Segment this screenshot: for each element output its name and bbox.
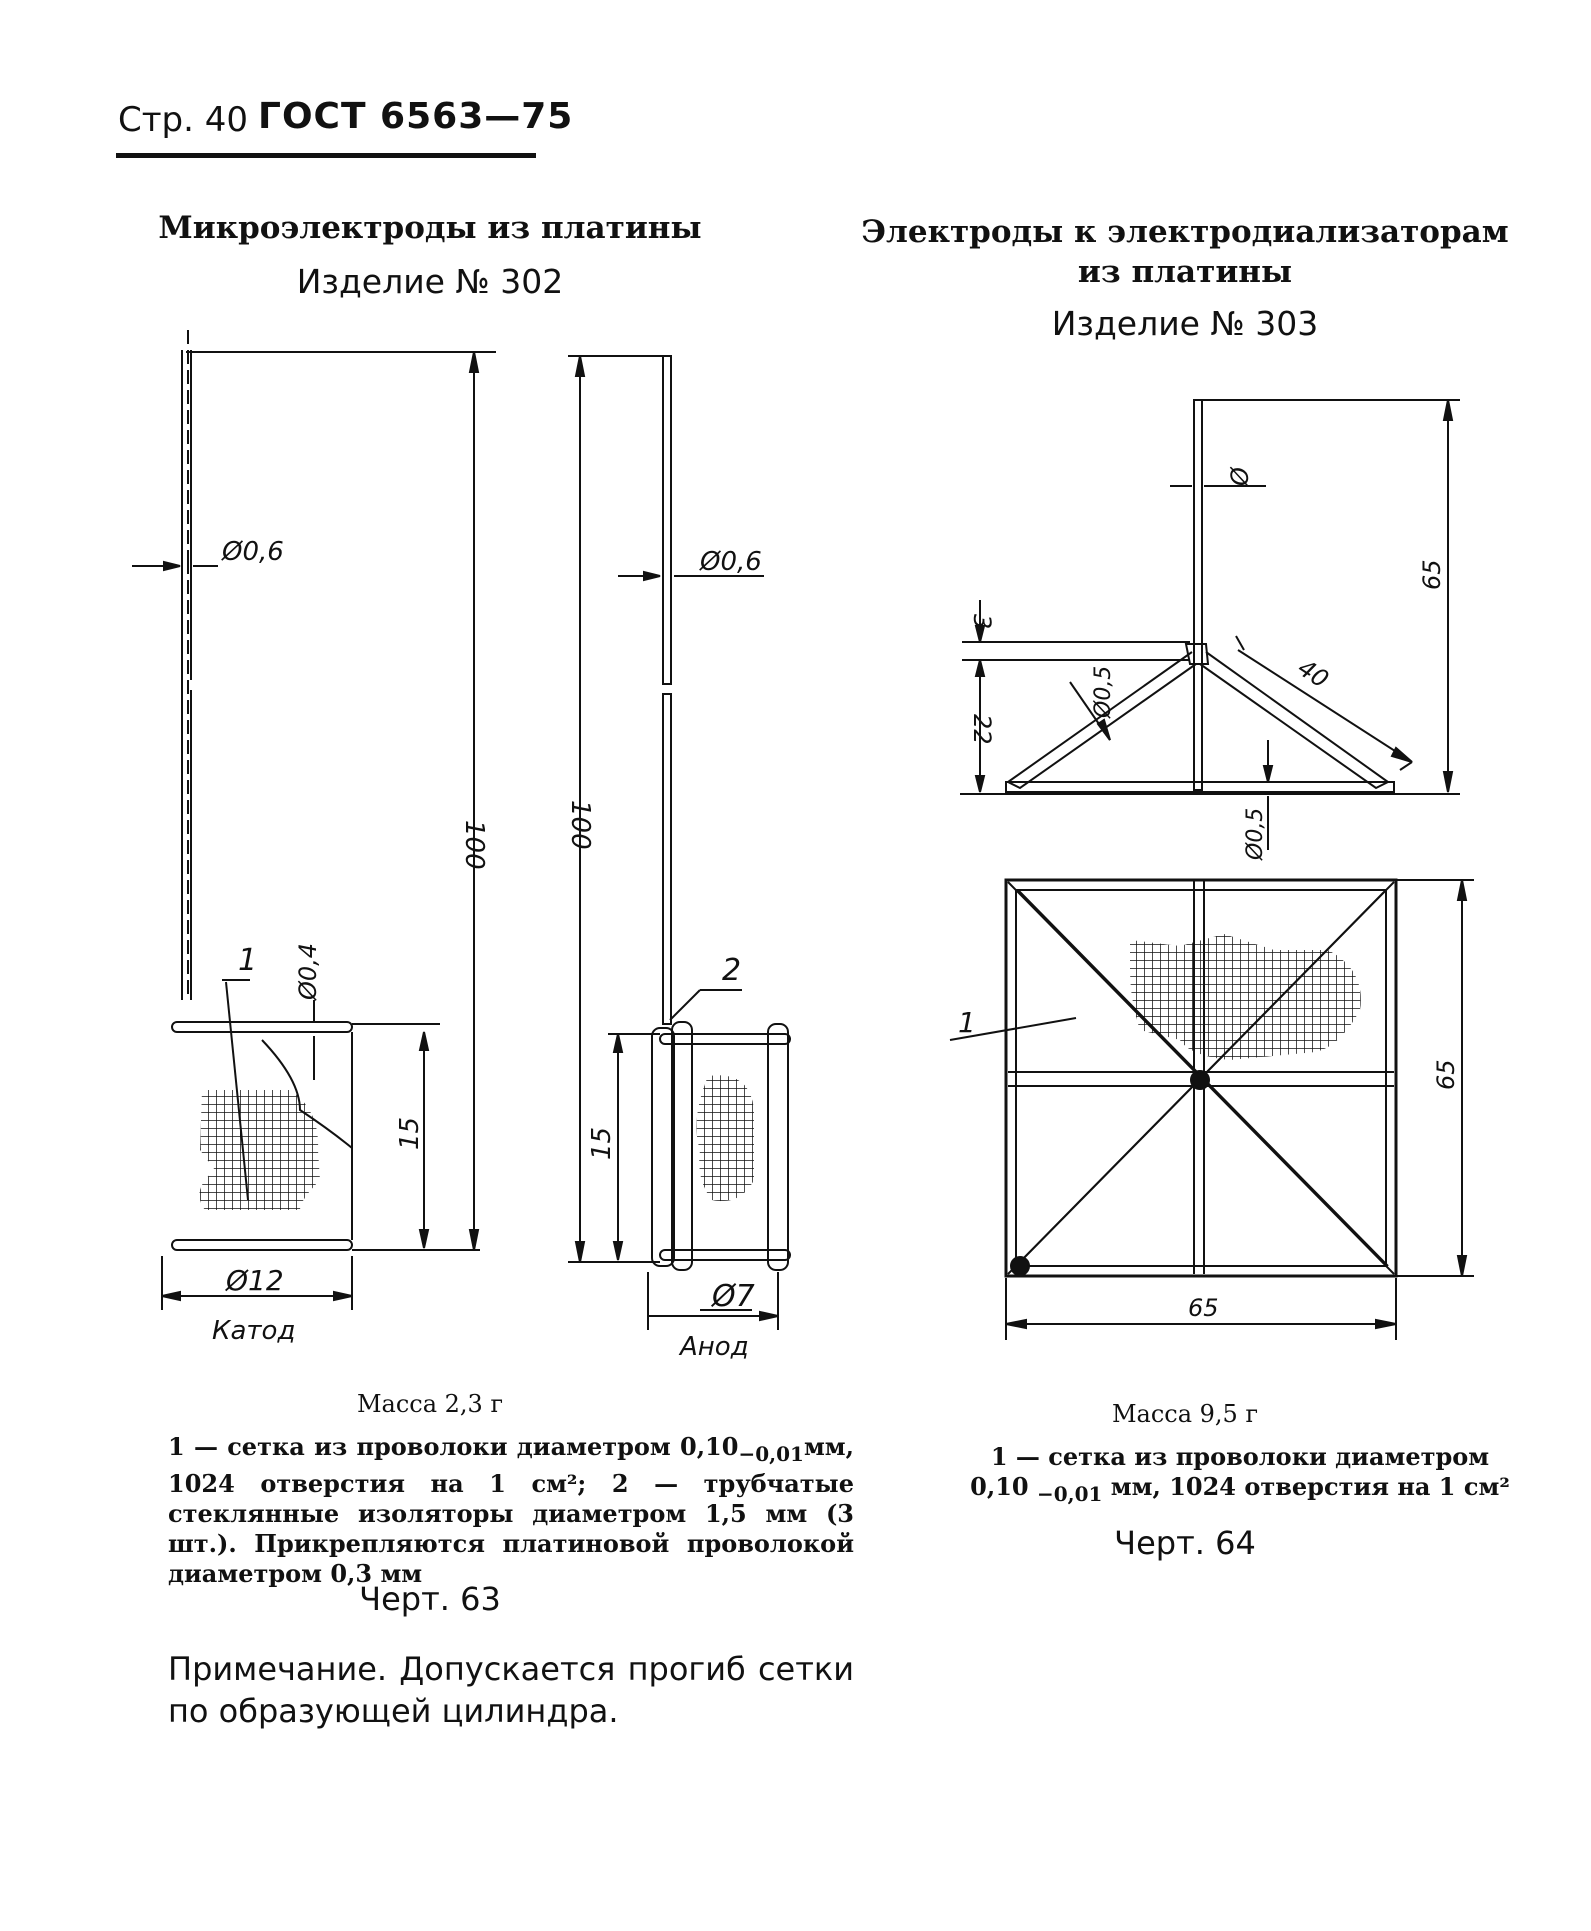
- anode-label: Анод: [680, 1332, 749, 1362]
- left-note: Примечание. Допускается прогиб сетки по …: [168, 1650, 854, 1730]
- header-rule: [116, 153, 536, 158]
- gap-3: 3: [968, 614, 996, 629]
- length-100-left: 100: [459, 820, 489, 870]
- left-legend: 1 — сетка из проволоки диаметром 0,10−0,…: [168, 1432, 854, 1589]
- square-height-65: 65: [1432, 1059, 1460, 1090]
- callout-1-left: 1: [238, 943, 257, 978]
- right-legend-tol: −0,01: [1036, 1481, 1103, 1506]
- ring-dia: Ø0,4: [294, 943, 322, 1001]
- arm-length-40: 40: [1293, 654, 1334, 694]
- height-65-side: 65: [1418, 559, 1446, 590]
- right-title-line1: Электроды к электродиализаторам: [861, 214, 1509, 250]
- left-legend-tolerance: −0,01: [738, 1441, 804, 1466]
- height-22: 22: [968, 714, 996, 745]
- top-rod-dia: Ø: [1226, 466, 1254, 487]
- left-title: Микроэлектроды из платины: [158, 210, 702, 246]
- right-legend-line2: 0,10 −0,01 мм, 1024 отверстия на 1 см²: [960, 1472, 1520, 1509]
- arm-dia: Ø0,5: [1091, 666, 1116, 719]
- square-width-65: 65: [1188, 1294, 1219, 1322]
- anode-dia-7: Ø7: [710, 1279, 755, 1314]
- callout-1-right: 1: [958, 1006, 976, 1039]
- height-15-left: 15: [395, 1117, 425, 1150]
- length-100-anode: 100: [565, 800, 595, 850]
- right-item-number: Изделие № 303: [1051, 304, 1319, 343]
- callout-2: 2: [722, 953, 741, 988]
- cathode-label: Катод: [212, 1316, 296, 1346]
- right-legend-rest: мм, 1024 отверстия на 1 см²: [1110, 1472, 1510, 1501]
- anode-wire-dia: Ø0,6: [699, 547, 762, 577]
- left-legend-unit: мм,: [803, 1432, 854, 1461]
- left-item-number: Изделие № 302: [296, 262, 564, 301]
- right-legend-line1: 1 — сетка из проволоки диаметром: [990, 1442, 1490, 1471]
- left-legend-line1: 1 — сетка из проволоки диаметром 0,10: [168, 1432, 739, 1461]
- standard-code: ГОСТ 6563—75: [258, 96, 574, 137]
- right-mass: Масса 9,5 г: [1111, 1400, 1259, 1428]
- electrode-plan-view: [949, 878, 1474, 1340]
- left-legend-rest: 1024 отверстия на 1 см²; 2 — трубчатые с…: [168, 1468, 854, 1588]
- left-mass: Масса 2,3 г: [356, 1390, 504, 1418]
- right-legend: 1 — сетка из проволоки диаметром 0,10 −0…: [960, 1442, 1520, 1509]
- cathode-dia-12: Ø12: [225, 1264, 284, 1297]
- height-15-anode: 15: [587, 1127, 617, 1160]
- cathode-drawing: [132, 330, 496, 1310]
- electrode-side-view: [960, 399, 1460, 850]
- base-dia: Ø0,5: [1243, 808, 1268, 861]
- figure-64: Черт. 64: [1114, 1524, 1256, 1562]
- right-title-line2: из платины: [1077, 254, 1293, 290]
- cathode-wire-dia: Ø0,6: [221, 537, 284, 567]
- figure-63: Черт. 63: [359, 1580, 501, 1618]
- page-number: Стр. 40: [118, 100, 249, 140]
- anode-drawing: [568, 355, 791, 1330]
- right-legend-num: 0,10: [970, 1472, 1029, 1501]
